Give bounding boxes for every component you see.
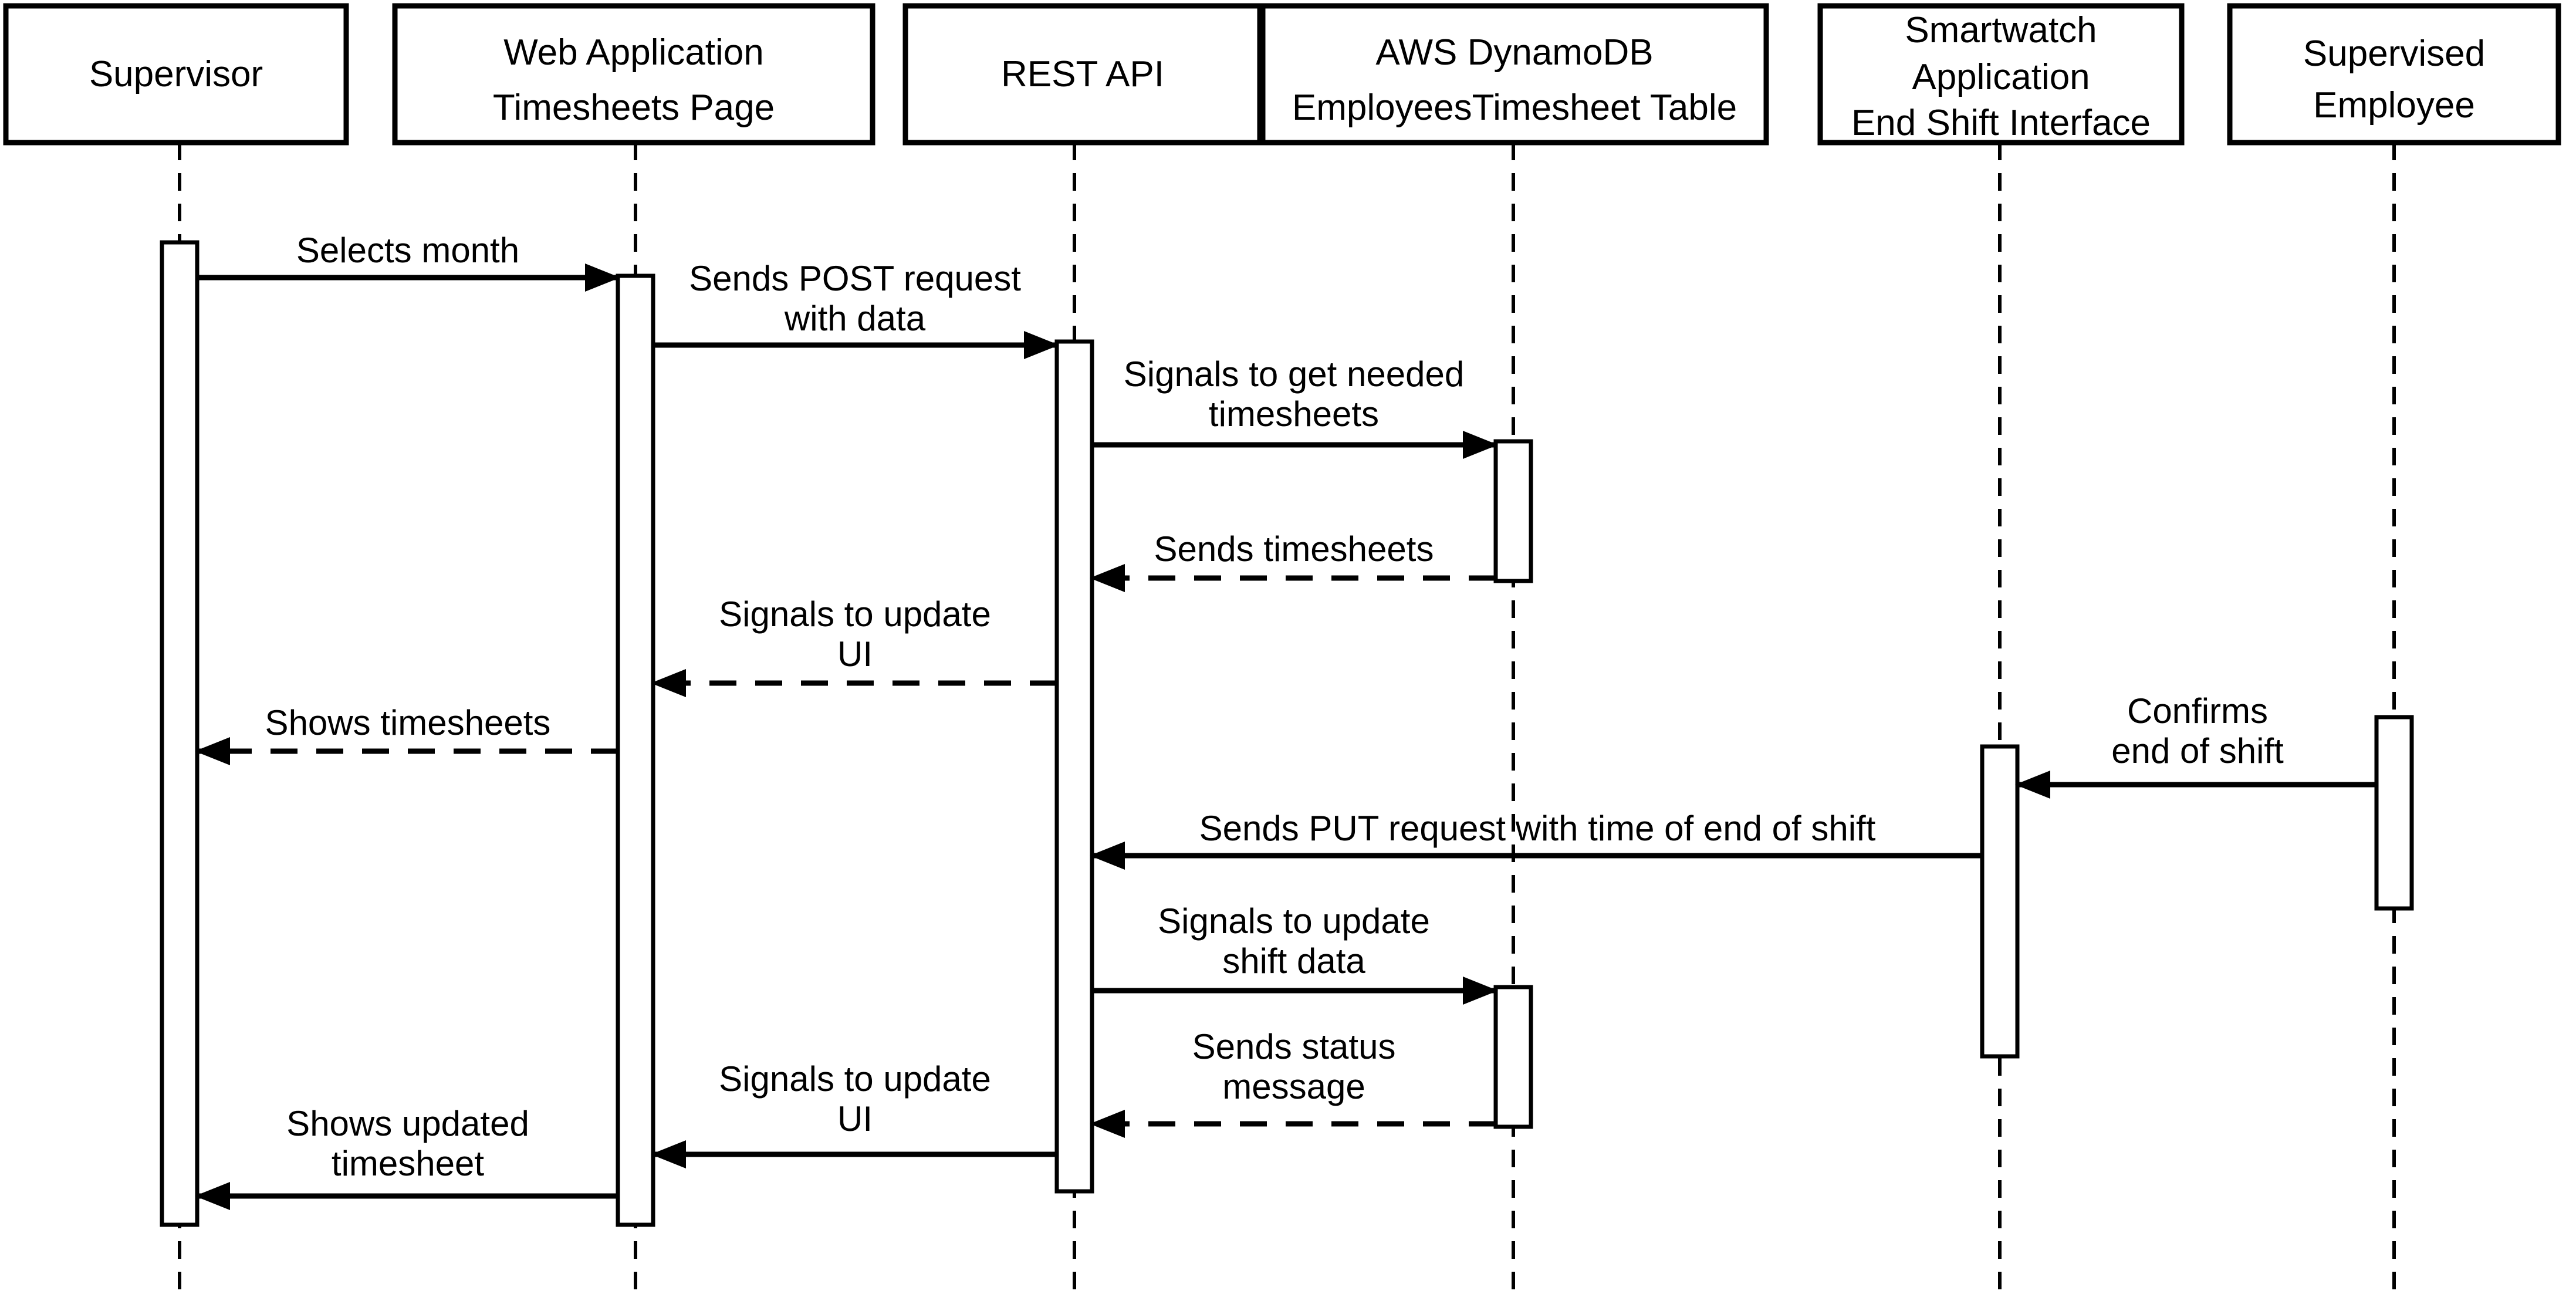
message-label-sends-post-request-line1: Sends POST request (689, 259, 1021, 298)
activation-dynamodb-1 (1493, 439, 1533, 583)
actor-label-employee-line1: Supervised (2303, 33, 2485, 74)
actor-label-smartwatch-line3: End Shift Interface (1851, 103, 2151, 143)
message-label-signals-update-shift-data-line2: shift data (1222, 941, 1365, 981)
message-label-sends-put-request: Sends PUT request with time of end of sh… (1199, 809, 1876, 848)
message-label-signals-update-ui-2-line1: Signals to update (719, 1059, 991, 1099)
message-label-sends-post-request-line2: with data (784, 299, 926, 338)
message-label-signals-update-ui-1-line1: Signals to update (719, 594, 991, 634)
activation-dynamodb-2 (1493, 985, 1533, 1129)
message-label-sends-status-message-line1: Sends status (1192, 1027, 1396, 1066)
actor-box-dynamodb (1260, 3, 1769, 146)
message-label-sends-timesheets: Sends timesheets (1154, 529, 1434, 569)
activation-smartwatch (1980, 744, 2020, 1059)
activation-employee (2374, 715, 2414, 911)
actor-box-rest-api (902, 3, 1263, 146)
actor-box-web-app (392, 3, 875, 146)
message-label-confirms-end-of-shift-line1: Confirms (2127, 691, 2268, 731)
actor-label-smartwatch-line2: Application (1912, 57, 2090, 97)
actor-label-supervisor: Supervisor (89, 54, 263, 94)
activation-rest-api (1054, 339, 1094, 1194)
message-label-shows-timesheets: Shows timesheets (265, 703, 551, 742)
message-label-signals-get-timesheets-line1: Signals to get needed (1124, 354, 1464, 394)
actor-label-dynamodb-line1: AWS DynamoDB (1375, 32, 1653, 73)
actor-label-rest-api: REST API (1001, 54, 1164, 94)
message-label-signals-update-shift-data-line1: Signals to update (1158, 901, 1430, 941)
message-label-signals-get-timesheets-line2: timesheets (1209, 394, 1379, 434)
message-label-shows-updated-timesheet-line1: Shows updated (286, 1104, 529, 1143)
actor-label-smartwatch-line1: Smartwatch (1905, 10, 2097, 50)
message-label-selects-month: Selects month (296, 231, 519, 270)
message-label-signals-update-ui-2-line2: UI (837, 1099, 873, 1139)
actor-box-employee (2227, 3, 2561, 146)
actor-box-smartwatch (1817, 3, 2185, 146)
activation-supervisor (160, 240, 200, 1227)
actor-label-employee-line2: Employee (2313, 85, 2475, 126)
message-label-sends-status-message-line2: message (1222, 1067, 1365, 1106)
actor-box-supervisor (3, 3, 349, 146)
message-label-shows-updated-timesheet-line2: timesheet (332, 1144, 484, 1183)
message-label-confirms-end-of-shift-line2: end of shift (2111, 731, 2284, 771)
message-label-signals-update-ui-1-line2: UI (837, 634, 873, 674)
actor-label-web-app-line2: Timesheets Page (493, 87, 775, 128)
activation-web-app (616, 273, 655, 1227)
actor-label-dynamodb-line2: EmployeesTimesheet Table (1292, 87, 1737, 128)
actor-label-web-app-line1: Web Application (503, 32, 763, 73)
